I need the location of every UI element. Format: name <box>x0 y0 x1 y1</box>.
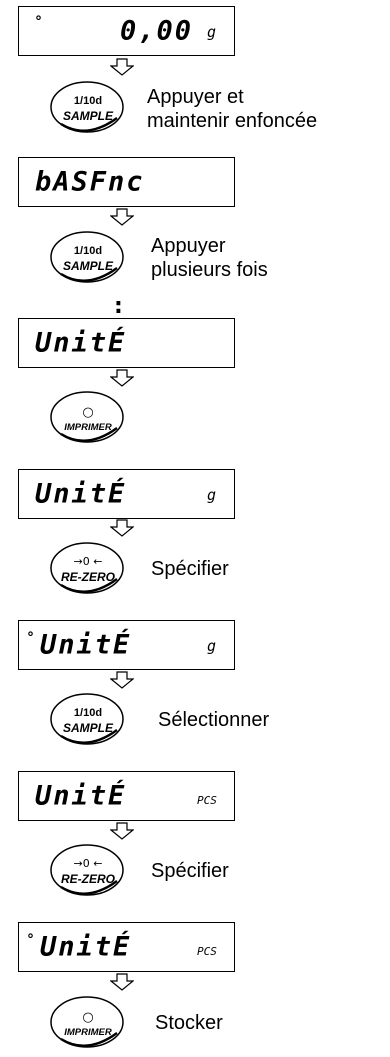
display-text: UnitÉ <box>35 327 127 359</box>
display-unit-g: UnitÉ g <box>18 469 235 519</box>
unit-indicator: g <box>207 486 217 504</box>
down-arrow-icon <box>110 671 134 689</box>
print-key[interactable]: ○ IMPRIMER <box>47 995 129 1050</box>
display-text: UnitÉ <box>35 478 127 510</box>
down-arrow-icon <box>110 208 134 226</box>
stable-indicator: ° <box>27 932 34 948</box>
step-label-line: Appuyer <box>151 235 226 257</box>
unit-indicator: g <box>207 637 217 655</box>
key-bottom-label: RE-ZERO <box>61 570 116 584</box>
key-bottom-label: RE-ZERO <box>61 872 116 886</box>
display-unit-g-stable: ° UnitÉ g <box>18 620 235 670</box>
sample-key[interactable]: 1/10d SAMPLE <box>47 230 129 285</box>
key-bottom-label: SAMPLE <box>63 109 114 123</box>
unit-indicator: PCS <box>197 944 217 958</box>
unit-indicator: PCS <box>197 793 217 807</box>
step-label-line: Sélectionner <box>158 709 270 731</box>
key-bottom-label: IMPRIMER <box>64 422 112 433</box>
step-label-line: Stocker <box>155 1012 223 1034</box>
step-label-line: Spécifier <box>151 860 229 882</box>
display-unit-pcs: UnitÉ PCS <box>18 771 235 821</box>
display-unit-pcs-stable: ° UnitÉ PCS <box>18 922 235 972</box>
sample-key[interactable]: 1/10d SAMPLE <box>47 692 129 747</box>
down-arrow-icon <box>110 822 134 840</box>
key-top-label: →0 ← <box>74 555 103 568</box>
display-text: 0,00 <box>120 15 194 47</box>
stable-indicator: ° <box>27 630 34 646</box>
key-top-label: 1/10d <box>74 245 102 257</box>
down-arrow-icon <box>110 369 134 387</box>
display-text: UnitÉ <box>35 780 127 812</box>
key-top-label: 1/10d <box>74 707 102 719</box>
down-arrow-icon <box>110 58 134 76</box>
display-text: bASFnc <box>35 166 145 198</box>
down-arrow-icon <box>110 973 134 991</box>
rezero-key[interactable]: →0 ← RE-ZERO <box>47 843 129 898</box>
display-basfnc: bASFnc <box>18 157 235 207</box>
step-label-line: Spécifier <box>151 558 229 580</box>
stable-indicator: ° <box>35 14 42 30</box>
print-key[interactable]: ○ IMPRIMER <box>47 390 129 445</box>
key-bottom-label: SAMPLE <box>63 259 114 273</box>
unit-indicator: g <box>207 23 217 41</box>
display-unit: UnitÉ <box>18 318 235 368</box>
display-text: UnitÉ <box>40 931 132 963</box>
key-top-label: →0 ← <box>74 857 103 870</box>
down-arrow-icon <box>110 519 134 537</box>
key-top-label: ○ <box>82 1010 93 1025</box>
step-label-line: maintenir enfoncée <box>147 110 318 132</box>
rezero-key[interactable]: →0 ← RE-ZERO <box>47 541 129 596</box>
display-text: UnitÉ <box>40 629 132 661</box>
step-label-line: plusieurs fois <box>151 259 268 281</box>
key-top-label: ○ <box>82 405 93 420</box>
sample-key[interactable]: 1/10d SAMPLE <box>47 80 129 135</box>
step-label-line: Appuyer et <box>147 86 244 108</box>
key-bottom-label: SAMPLE <box>63 721 114 735</box>
key-top-label: 1/10d <box>74 95 102 107</box>
display-weight: ° 0,00 g <box>18 6 235 56</box>
key-bottom-label: IMPRIMER <box>64 1027 112 1038</box>
continuation-mark: : <box>114 294 123 319</box>
